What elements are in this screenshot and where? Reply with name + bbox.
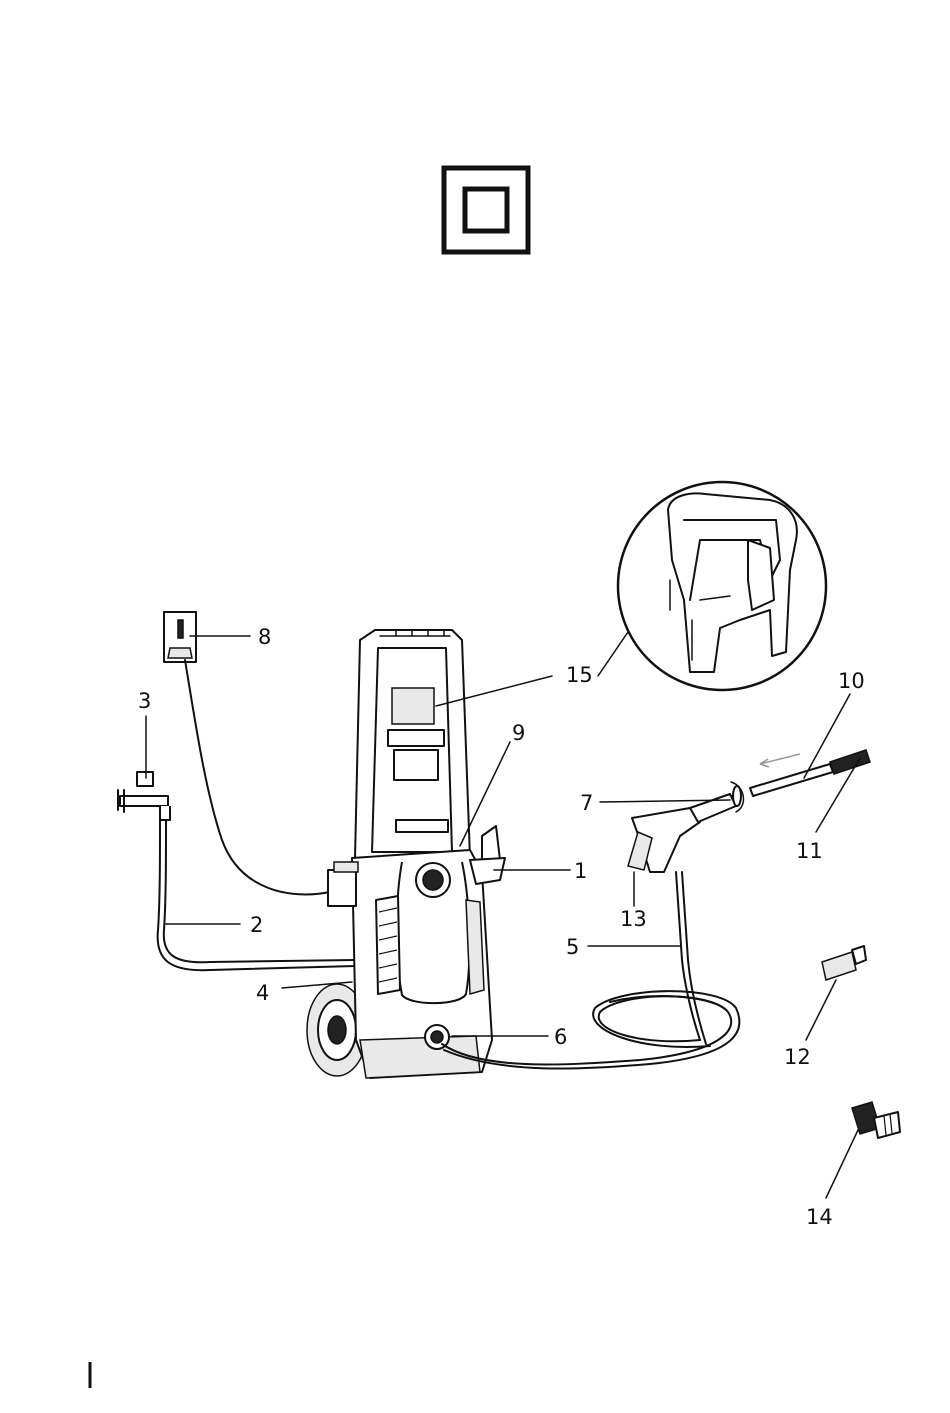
callout-labels: 1 2 3 4 5 6 7 8 9 10 11 12 13 14 15 xyxy=(138,625,865,1229)
water-tap xyxy=(118,772,170,820)
callout-1: 1 xyxy=(574,859,587,883)
detail-circle-handle xyxy=(618,482,826,690)
callout-11: 11 xyxy=(796,839,823,863)
spray-gun xyxy=(628,782,743,872)
callout-2: 2 xyxy=(250,913,263,937)
callout-14: 14 xyxy=(806,1205,833,1229)
callout-3: 3 xyxy=(138,689,151,713)
callout-13: 13 xyxy=(620,907,647,931)
wall-socket xyxy=(164,612,196,662)
callout-7: 7 xyxy=(580,791,593,815)
callout-4: 4 xyxy=(256,981,269,1005)
lance xyxy=(750,750,870,796)
power-cord xyxy=(185,660,330,894)
callout-8: 8 xyxy=(258,625,271,649)
callout-9: 9 xyxy=(512,721,525,745)
callout-12: 12 xyxy=(784,1045,811,1069)
callout-15: 15 xyxy=(566,663,593,687)
callout-5: 5 xyxy=(566,935,579,959)
nozzle xyxy=(822,946,866,980)
adapter xyxy=(852,1102,900,1138)
callout-10: 10 xyxy=(838,669,865,693)
double-insulation-icon xyxy=(444,168,528,252)
pressure-washer-body xyxy=(307,630,505,1078)
callout-6: 6 xyxy=(554,1025,567,1049)
inlet-hose xyxy=(158,820,355,970)
